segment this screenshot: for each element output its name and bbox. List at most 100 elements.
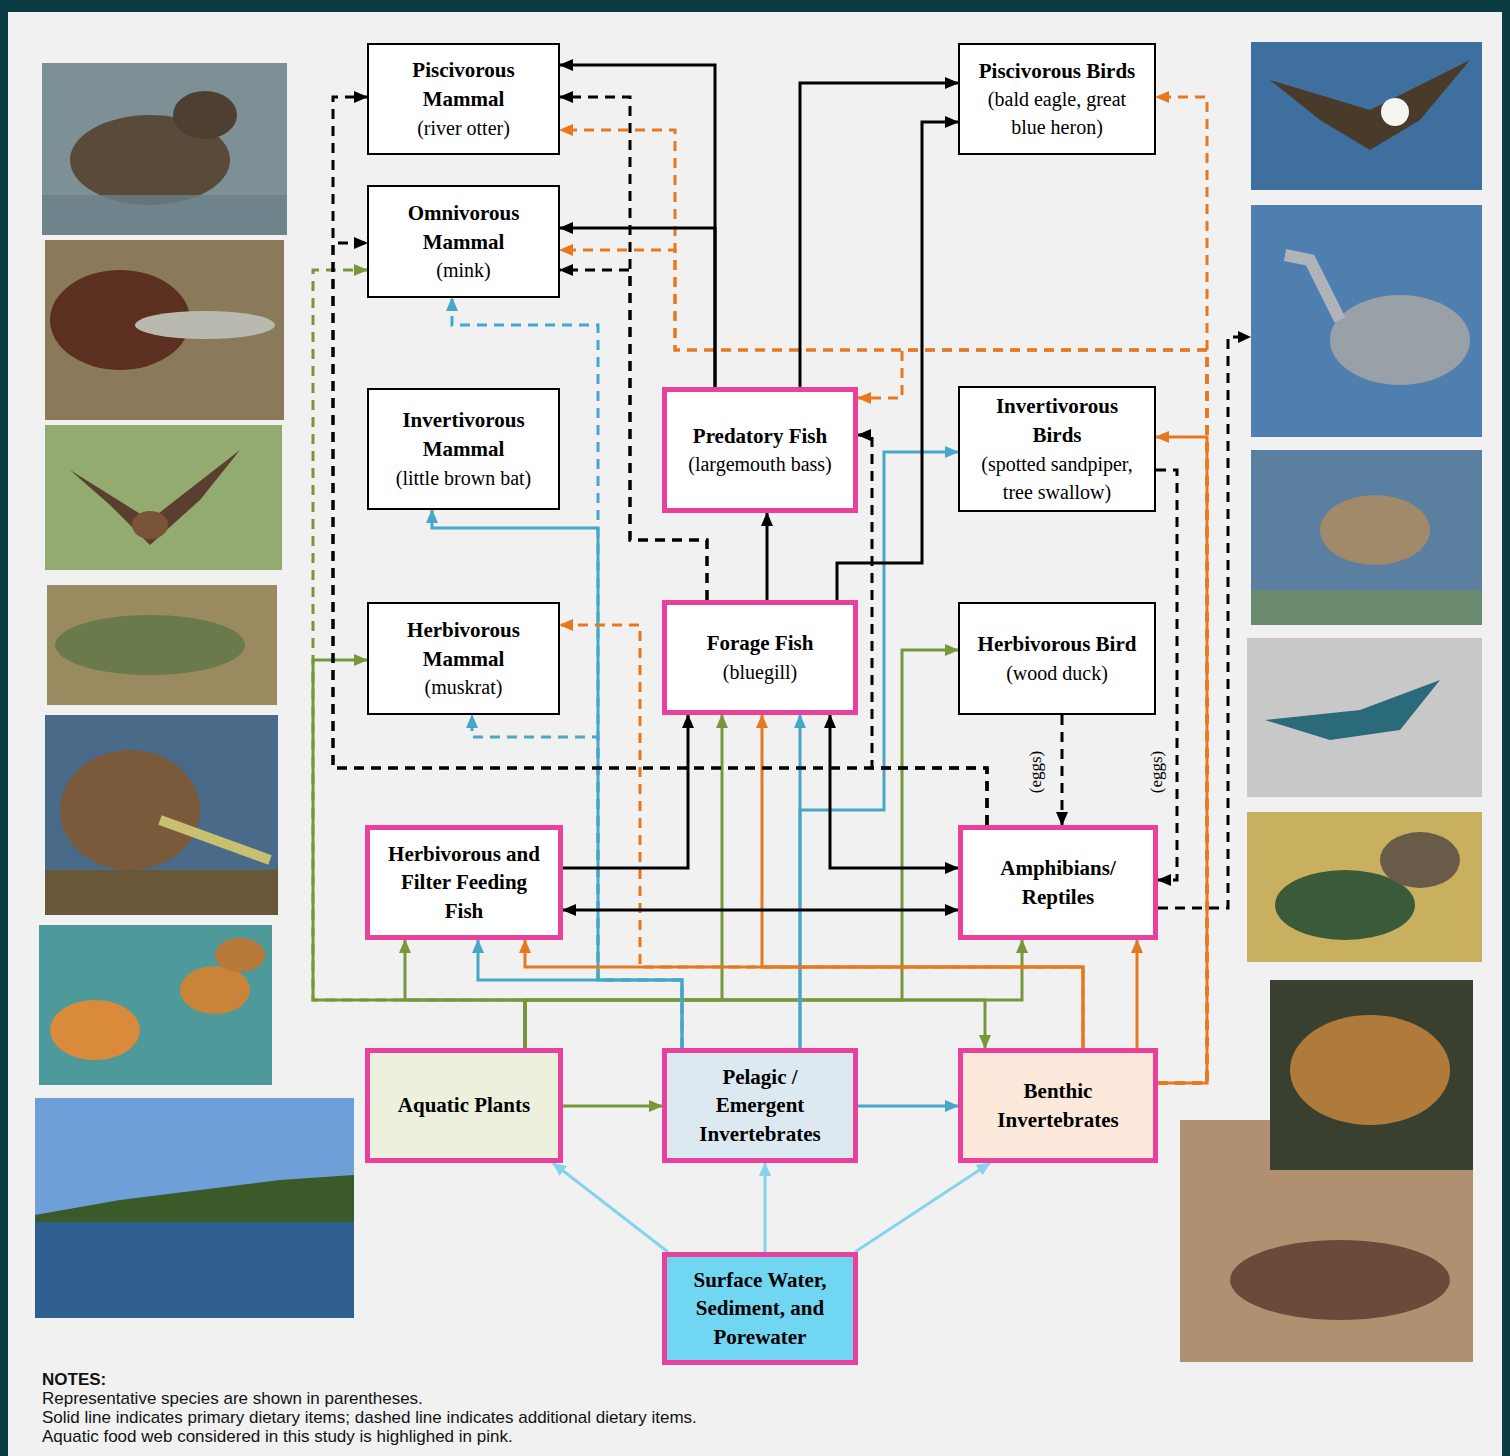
diet-connector [1136,940,1139,1048]
food-web-box: Herbivorous Bird(wood duck) [958,602,1156,715]
species-label: (muskrat) [425,673,503,701]
bass-photo [47,585,277,705]
panel [8,12,1502,1456]
water [35,1222,354,1318]
food-web-box: Pelagic / Emergent Invertebrates [662,1048,858,1163]
diet-connector [1156,470,1177,880]
fish [135,311,275,339]
heron-photo [1251,205,1482,437]
box-heading: Predatory Fish [693,422,827,451]
lake-photo [35,1098,354,1318]
box-heading: Invertivorous Birds [970,392,1144,449]
wood-duck-photo [1247,812,1482,962]
photo-ground [1251,42,1482,190]
food-web-box: Omnivorous Mammal(mink) [367,185,560,298]
dashed-leader [1158,337,1238,908]
note-text: Solid line indicates primary dietary ite… [42,1408,697,1427]
photo-ground [1251,450,1482,625]
diet-connector [560,228,715,387]
diet-connector [525,1000,985,1048]
sky [35,1098,354,1318]
diet-connector [800,83,958,387]
crayfish-body [1230,1240,1450,1320]
diet-connector [858,350,1207,1083]
food-web-box: Piscivorous Mammal(river otter) [367,43,560,155]
diet-connector [1156,97,1207,1083]
food-web-box: Aquatic Plants [365,1048,563,1163]
lodge [45,870,278,915]
box-heading: Piscivorous Birds [979,57,1136,86]
diet-connector [1061,715,1064,825]
box-heading: Amphibians/ Reptiles [973,854,1143,911]
diet-connector [333,97,987,825]
photo-ground [1251,205,1482,437]
box-heading: Herbivorous Mammal [379,616,548,673]
food-web-box: Invertivorous Mammal(little brown bat) [367,388,560,510]
photo-ground [1247,638,1482,797]
notes-block: NOTES:Representative species are shown i… [42,1370,697,1446]
photo-ground [45,715,278,915]
diet-connector [837,122,958,600]
diet-connector [830,715,958,868]
box-heading: Invertivorous Mammal [379,406,548,463]
eagle-photo [1251,42,1482,190]
diet-connector [560,250,1207,1083]
otter-head [173,91,237,139]
water [42,195,287,235]
box-heading: Surface Water, Sediment, and Porewater [677,1266,843,1352]
eagle-wings [1270,60,1470,150]
diet-connector [525,940,1022,1048]
diet-connector [560,65,715,387]
photo-ground [45,425,282,570]
mussel-shell [1290,1015,1450,1125]
diet-connector [563,909,958,912]
eagle-head [1381,98,1409,126]
muskrat-body [60,750,200,870]
box-heading: Herbivorous Bird [978,630,1137,659]
mink-photo [45,240,284,420]
fish [50,1000,140,1060]
diet-connector [478,940,682,1048]
diet-connector [858,1105,958,1108]
leader-to-heron [1158,331,1251,908]
otter-photo [42,63,287,235]
diet-connector [563,1105,662,1108]
note-text: Aquatic food web considered in this stud… [42,1427,697,1446]
sandpiper-body [1320,495,1430,565]
species-label: (largemouth bass) [688,450,832,478]
food-web-box: Herbivorous and Filter Feeding Fish [365,825,563,940]
diet-connector [855,1163,990,1252]
swallow-body [1265,680,1440,740]
swallow-photo [1247,638,1482,797]
heron-body [1330,295,1470,385]
box-heading: Forage Fish [707,629,814,658]
species-label: (little brown bat) [396,464,532,492]
bat-photo [45,425,282,570]
food-web-box: Surface Water, Sediment, and Porewater [662,1252,858,1365]
sandpiper-photo [1251,450,1482,625]
diet-connector [563,715,688,868]
box-heading: Pelagic / Emergent Invertebrates [677,1063,843,1149]
box-heading: Omnivorous Mammal [379,199,548,256]
diet-connector [560,97,707,600]
duck-body [1380,832,1460,888]
muskrat-photo [45,715,278,915]
arrowhead [1238,331,1251,343]
note-text: Representative species are shown in pare… [42,1389,697,1408]
bat-body [132,511,168,539]
food-web-box: Amphibians/ Reptiles [958,825,1158,940]
diet-connector [553,1163,668,1252]
diet-connector [333,243,987,825]
box-heading: Benthic Invertebrates [973,1077,1143,1134]
shore [1251,590,1482,625]
diet-connector [405,940,525,1048]
photo-ground [1247,812,1482,962]
diet-connector [800,452,958,1048]
note-text: NOTES: [42,1370,697,1389]
edge-label: (eggs) [1147,749,1167,795]
reed [160,820,270,860]
